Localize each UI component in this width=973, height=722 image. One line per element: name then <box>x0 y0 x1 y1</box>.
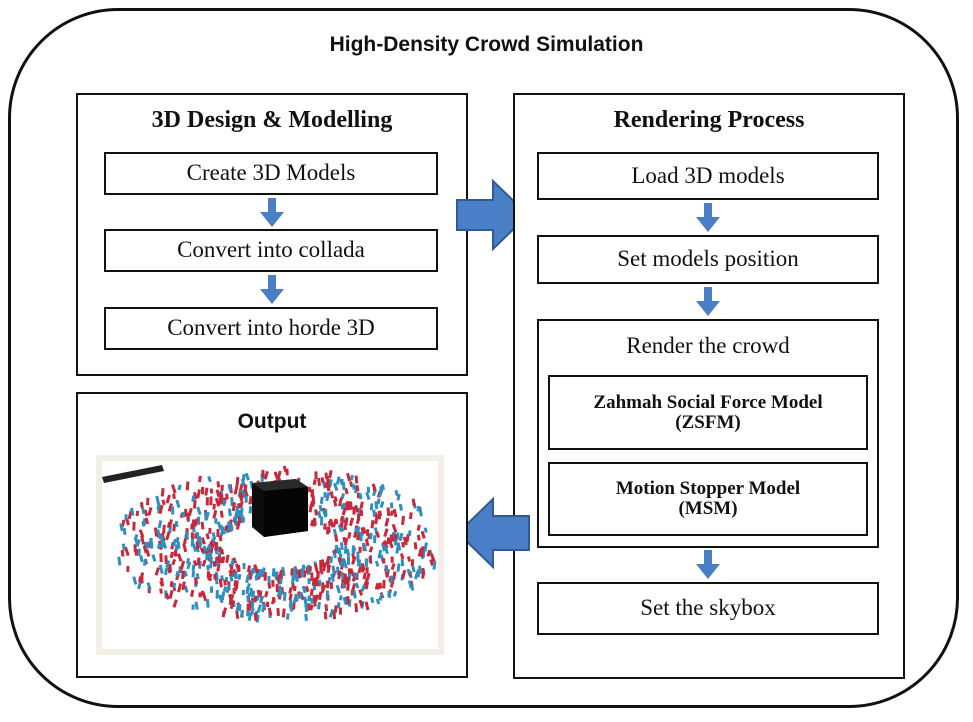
design-panel-title: 3D Design & Modelling <box>151 107 393 133</box>
crowd-simulation-image <box>96 455 444 655</box>
step-set-models-position: Set models position <box>537 235 879 284</box>
down-arrow-icon <box>696 287 720 316</box>
crowd-render-graphic <box>102 461 438 649</box>
step-load-3d-models: Load 3D models <box>537 152 879 200</box>
kaaba-cube-graphic <box>252 479 308 537</box>
step-convert-collada: Convert into collada <box>104 229 438 272</box>
step-create-3d-models: Create 3D Models <box>104 152 438 195</box>
right-arrow-icon <box>456 178 530 252</box>
down-arrow-icon <box>696 550 720 579</box>
simulation-container <box>8 8 959 708</box>
down-arrow-icon <box>260 275 284 304</box>
zsfm-model-name: Zahmah Social Force Model <box>593 391 823 413</box>
step-set-skybox: Set the skybox <box>537 582 879 635</box>
render-crowd-title: Render the crowd <box>626 333 790 358</box>
down-arrow-icon <box>260 198 284 227</box>
zsfm-model-box: Zahmah Social Force Model (ZSFM) <box>548 375 868 450</box>
output-panel-title: Output <box>237 410 307 433</box>
msm-model-name: Motion Stopper Model <box>615 478 801 500</box>
msm-model-abbr: (MSM) <box>678 498 738 519</box>
zsfm-model-abbr: (ZSFM) <box>675 411 741 433</box>
render-panel-title: Rendering Process <box>613 107 805 133</box>
down-arrow-icon <box>696 203 720 232</box>
diagram-title: High-Density Crowd Simulation <box>329 33 644 56</box>
step-convert-horde3d: Convert into horde 3D <box>104 307 438 350</box>
ground-edge-graphic <box>102 465 164 483</box>
msm-model-box: Motion Stopper Model (MSM) <box>548 462 868 536</box>
left-arrow-icon <box>456 496 530 570</box>
